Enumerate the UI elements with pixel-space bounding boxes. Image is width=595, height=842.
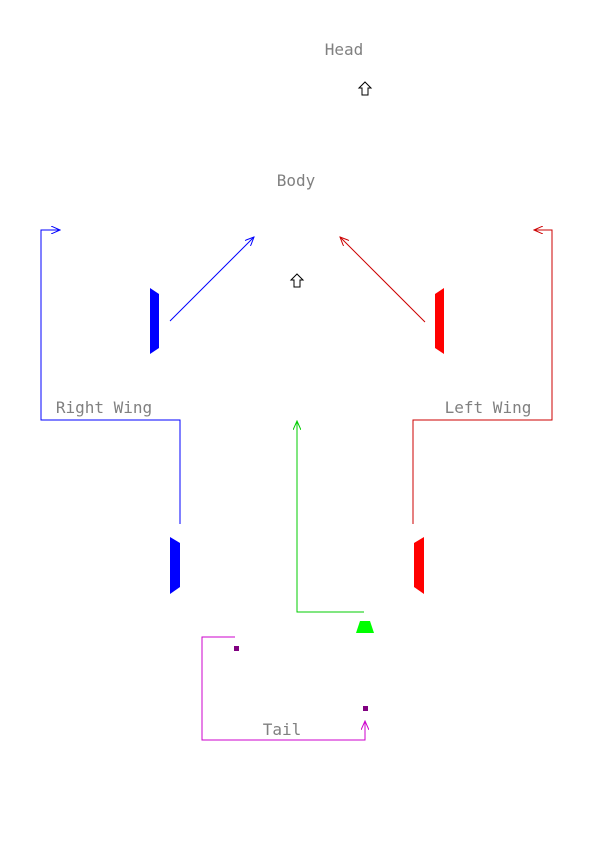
body-lower-part xyxy=(356,621,374,633)
left-wing-loop-arrow xyxy=(412,230,553,524)
body-label: Body xyxy=(277,171,316,190)
head-label: Head xyxy=(325,40,364,59)
left-wing-label: Left Wing xyxy=(445,398,532,417)
right-wing-lower-part xyxy=(170,537,180,594)
body-link-arrow xyxy=(297,421,364,613)
left-wing-to-body-arrow xyxy=(340,237,426,323)
right-wing-upper-part xyxy=(150,288,159,354)
right-wing-label: Right Wing xyxy=(56,398,152,417)
right-wing-to-body-arrow xyxy=(169,237,254,322)
left-wing-lower-part xyxy=(414,537,424,594)
tail-loop-arrow xyxy=(201,636,365,741)
body-marker-icon xyxy=(289,273,305,288)
left-wing-upper-part xyxy=(435,288,444,354)
tail-point-upper xyxy=(234,646,239,651)
tail-point-lower xyxy=(363,706,368,711)
head-marker-icon xyxy=(357,81,373,96)
tail-label: Tail xyxy=(263,720,302,739)
right-wing-loop-arrow xyxy=(40,230,181,524)
